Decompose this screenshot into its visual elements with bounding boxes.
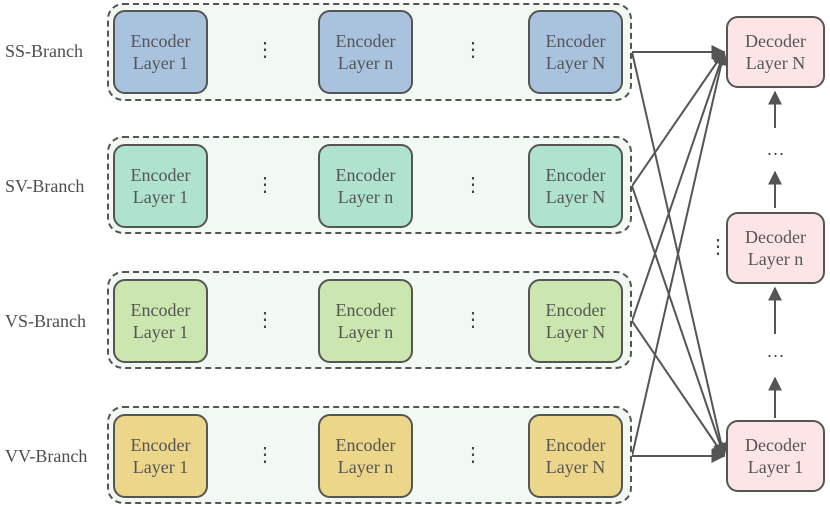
encoder-layer: Layer n <box>337 53 394 73</box>
encoder-block: Encoder Layer 1 <box>113 414 208 498</box>
encoder-title: Encoder <box>545 299 606 320</box>
encoder-block: Encoder Layer N <box>528 414 623 498</box>
decoder-block-middle: Decoder Layer n <box>726 212 825 284</box>
skip-symbol: ⋮ <box>463 309 483 331</box>
skip-symbol: ⋮ <box>255 444 275 466</box>
encoder-layer: Layer N <box>545 457 606 477</box>
encoder-layer: Layer N <box>545 53 606 73</box>
encoder-block: Encoder Layer N <box>528 279 623 363</box>
encoder-title: Encoder <box>130 299 191 320</box>
encoder-layer: Layer n <box>337 322 394 342</box>
skip-symbol: ⋮ <box>463 39 483 61</box>
skip-symbol: ⋮ <box>255 309 275 331</box>
encoder-title: Encoder <box>130 434 191 455</box>
encoder-block: Encoder Layer n <box>318 279 413 363</box>
encoder-block: Encoder Layer 1 <box>113 279 208 363</box>
skip-symbol: ⋮ <box>463 444 483 466</box>
encoder-layer: Layer 1 <box>132 322 189 342</box>
encoder-block: Encoder Layer n <box>318 10 413 94</box>
skip-symbol: ⋮ <box>708 236 728 258</box>
encoder-title: Encoder <box>545 164 606 185</box>
decoder-title: Decoder <box>745 434 806 455</box>
skip-symbol: ⋮ <box>463 174 483 196</box>
encoder-title: Encoder <box>335 30 396 51</box>
encoder-title: Encoder <box>335 299 396 320</box>
decoder-gap-symbol: … <box>766 341 786 361</box>
encoder-layer: Layer 1 <box>132 457 189 477</box>
branch-label: VS-Branch <box>5 311 86 331</box>
encoder-block: Encoder Layer n <box>318 414 413 498</box>
decoder-block-top: Decoder Layer N <box>726 16 825 88</box>
fan-in-arrow <box>631 50 727 322</box>
encoder-layer: Layer n <box>337 457 394 477</box>
decoder-title: Decoder <box>745 226 806 247</box>
decoder-layer: Layer N <box>745 53 806 73</box>
encoder-block: Encoder Layer N <box>528 10 623 94</box>
encoder-title: Encoder <box>335 164 396 185</box>
fan-in-arrow <box>631 50 725 187</box>
branch-label: SV-Branch <box>5 176 85 196</box>
skip-symbol: ⋮ <box>255 174 275 196</box>
encoder-block: Encoder Layer n <box>318 144 413 228</box>
encoder-block: Encoder Layer N <box>528 144 623 228</box>
encoder-title: Encoder <box>545 30 606 51</box>
branch-label: VV-Branch <box>5 446 88 466</box>
decoder-block-bottom: Decoder Layer 1 <box>726 420 825 492</box>
encoder-layer: Layer 1 <box>132 53 189 73</box>
encoder-title: Encoder <box>130 164 191 185</box>
decoder-layer: Layer 1 <box>747 457 804 477</box>
skip-symbol: ⋮ <box>255 39 275 61</box>
encoder-title: Encoder <box>130 30 191 51</box>
encoder-title: Encoder <box>545 434 606 455</box>
encoder-layer: Layer N <box>545 322 606 342</box>
fan-in-arrow <box>631 50 729 457</box>
encoder-title: Encoder <box>335 434 396 455</box>
decoder-gap-symbol: … <box>766 139 786 159</box>
decoder-title: Decoder <box>745 30 806 51</box>
encoder-block: Encoder Layer 1 <box>113 144 208 228</box>
encoder-layer: Layer n <box>337 187 394 207</box>
encoder-layer: Layer N <box>545 187 606 207</box>
decoder-layer: Layer n <box>747 249 804 269</box>
encoder-layer: Layer 1 <box>132 187 189 207</box>
fan-in-arrow <box>631 320 725 458</box>
branch-label: SS-Branch <box>5 41 83 61</box>
encoder-block: Encoder Layer 1 <box>113 10 208 94</box>
fan-in-arrow <box>631 185 727 458</box>
